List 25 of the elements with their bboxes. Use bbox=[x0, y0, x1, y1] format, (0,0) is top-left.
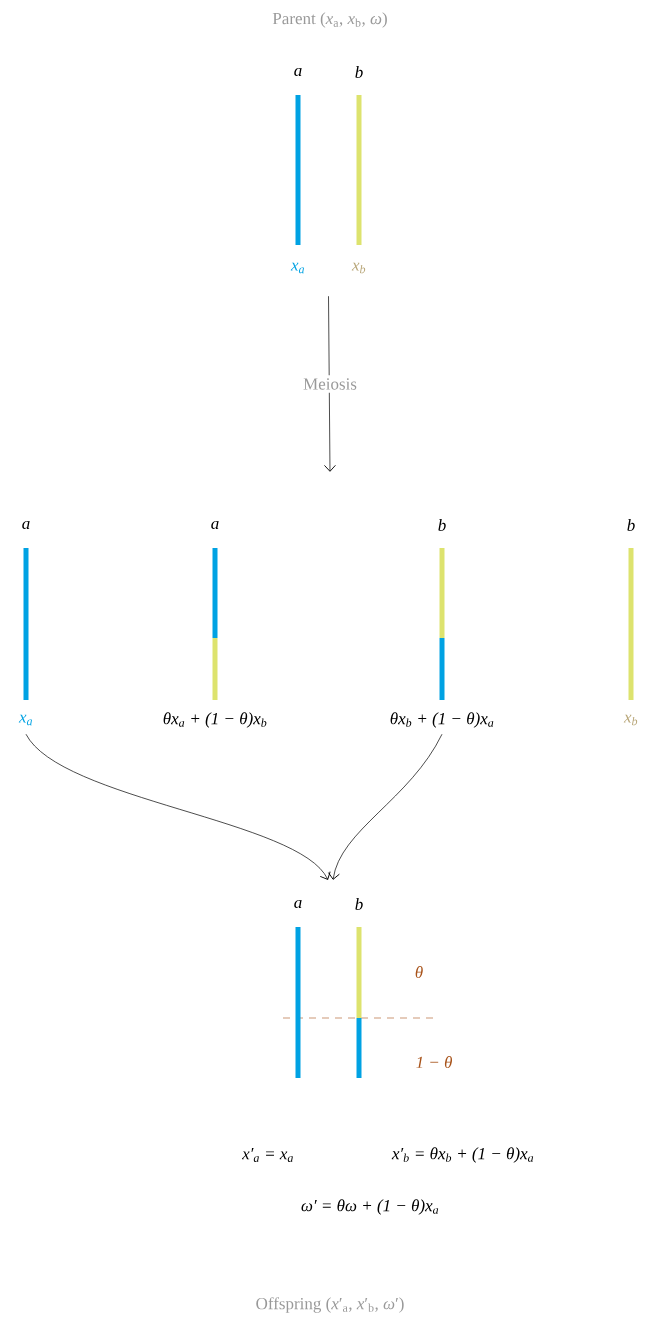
chromosome-label: b bbox=[355, 66, 363, 78]
allele-value: x$_{a}$ bbox=[290, 262, 305, 274]
equation: x′$_{a}$ = x$_{a}$ bbox=[241, 1148, 293, 1162]
allele-value: θx$_{b}$ + (1 − θ)x$_{a}$ bbox=[390, 712, 494, 728]
allele-value: θx$_{a}$ + (1 − θ)x$_{b}$ bbox=[163, 712, 267, 728]
chromosome-label: a bbox=[294, 67, 302, 77]
equation: x′$_{b}$ = θx$_{b}$ + (1 − θ)x$_{a}$ bbox=[391, 1147, 534, 1163]
chromosome-label: b bbox=[627, 519, 635, 531]
arrow bbox=[25, 733, 331, 880]
allele-value: x$_{b}$ bbox=[351, 262, 366, 274]
arrow bbox=[328, 733, 443, 880]
chromosome-label: a bbox=[294, 899, 302, 909]
allele-value: x$_{b}$ bbox=[623, 714, 638, 726]
fraction-label: θ bbox=[415, 966, 423, 979]
chromosome-label: a bbox=[22, 520, 30, 530]
chromosome-label: b bbox=[355, 898, 363, 910]
chromosome-label: a bbox=[211, 520, 219, 530]
fraction-label: 1 − θ bbox=[416, 1056, 452, 1069]
title: Offspring (x′$_{a}$, x′$_{b}$, ω′) bbox=[256, 1297, 404, 1313]
allele-value: x$_{a}$ bbox=[18, 714, 33, 726]
equation: ω′ = θω + (1 − θ)x$_{a}$ bbox=[301, 1199, 439, 1215]
title: Parent (x$_{a}$, x$_{b}$, ω) bbox=[272, 12, 387, 28]
edge-label: Meiosis bbox=[300, 375, 360, 393]
chromosome-label: b bbox=[438, 519, 446, 531]
arrow bbox=[324, 295, 336, 472]
